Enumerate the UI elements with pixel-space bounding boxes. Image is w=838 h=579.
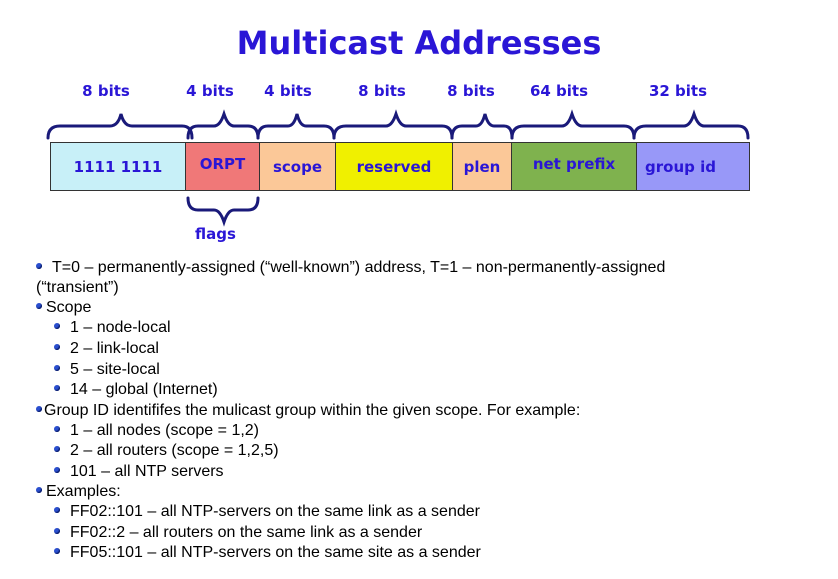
field-group-id: group id bbox=[636, 142, 750, 191]
sub-bullet-scope-4: 14 – global (Internet) bbox=[54, 380, 218, 400]
bullet-text: Examples: bbox=[46, 483, 121, 500]
field-orpt-label: ORPT bbox=[199, 155, 246, 173]
flags-label: flags bbox=[195, 225, 236, 243]
field-reserved: reserved bbox=[335, 142, 453, 191]
bullet-text: Group ID identififes the mulicast group … bbox=[44, 402, 581, 419]
sub-bullet-scope-2: 2 – link-local bbox=[54, 339, 159, 359]
bullet-dot-icon bbox=[36, 405, 42, 412]
brace-reserved bbox=[332, 109, 454, 140]
bullet-text: 5 – site-local bbox=[70, 361, 160, 378]
sub-bullet-example-2: FF02::2 – all routers on the same link a… bbox=[54, 523, 422, 543]
brace-prefix bbox=[46, 113, 194, 140]
bullet-examples: Examples: bbox=[36, 482, 121, 502]
bullet-t-flag-cont: (“transient”) bbox=[36, 278, 119, 298]
brace-net-prefix bbox=[510, 109, 636, 140]
bullet-text: 2 – link-local bbox=[70, 340, 159, 357]
sub-bullet-group-2: 2 – all routers (scope = 1,2,5) bbox=[54, 441, 279, 461]
bullet-text: 14 – global (Internet) bbox=[70, 381, 218, 398]
sub-bullet-group-3: 101 – all NTP servers bbox=[54, 462, 224, 482]
bullet-text: Scope bbox=[46, 299, 92, 316]
bullet-dot-icon bbox=[54, 322, 60, 329]
bullet-dot-icon bbox=[54, 466, 60, 473]
brace-layer bbox=[46, 109, 750, 227]
bullet-group-id: Group ID identififes the mulicast group … bbox=[36, 401, 580, 421]
bullet-text: FF02::2 – all routers on the same link a… bbox=[70, 524, 423, 541]
bullet-dot-icon bbox=[36, 302, 42, 309]
brace-flags bbox=[186, 196, 260, 227]
field-scope: scope bbox=[259, 142, 336, 191]
brace-group-id bbox=[632, 109, 750, 140]
sub-bullet-scope-3: 5 – site-local bbox=[54, 360, 160, 380]
bullet-dot-icon bbox=[54, 364, 60, 371]
bullet-dot-icon bbox=[36, 262, 42, 269]
bits-label-plen: 8 bits bbox=[447, 82, 495, 100]
bullet-text: 1 – all nodes (scope = 1,2) bbox=[70, 422, 260, 439]
bullet-dot-icon bbox=[54, 425, 60, 432]
bullet-dot-icon bbox=[36, 486, 42, 493]
bullet-t-flag: T=0 – permanently-assigned (“well-known”… bbox=[36, 258, 665, 278]
brace-plen bbox=[450, 113, 514, 140]
bullet-text: 101 – all NTP servers bbox=[70, 463, 224, 480]
bits-label-orpt: 4 bits bbox=[186, 82, 234, 100]
field-reserved-label: reserved bbox=[356, 157, 432, 176]
bullet-text: T=0 – permanently-assigned (“well-known”… bbox=[52, 259, 666, 276]
bullet-text: (“transient”) bbox=[36, 279, 119, 296]
field-net-prefix-label: net prefix bbox=[532, 155, 616, 173]
bullet-text: FF02::101 – all NTP-servers on the same … bbox=[70, 503, 480, 520]
bullet-dot-icon bbox=[54, 547, 60, 554]
bits-label-group-id: 32 bits bbox=[648, 82, 708, 100]
field-net-prefix: net prefix bbox=[511, 142, 637, 191]
bullet-text: 1 – node-local bbox=[70, 319, 171, 336]
field-prefix: 1111 1111 bbox=[50, 142, 186, 191]
field-group-id-label: group id bbox=[645, 157, 716, 176]
bullet-dot-icon bbox=[54, 343, 60, 350]
bullet-text: 2 – all routers (scope = 1,2,5) bbox=[70, 442, 279, 459]
bullet-scope: Scope bbox=[36, 298, 91, 318]
bullet-dot-icon bbox=[54, 445, 60, 452]
bits-label-reserved: 8 bits bbox=[358, 82, 406, 100]
field-scope-label: scope bbox=[272, 157, 323, 176]
field-prefix-label: 1111 1111 bbox=[73, 157, 163, 176]
bits-label-scope: 4 bits bbox=[264, 82, 312, 100]
sub-bullet-example-1: FF02::101 – all NTP-servers on the same … bbox=[54, 502, 480, 522]
field-plen-label: plen bbox=[463, 157, 501, 176]
brace-orpt bbox=[186, 109, 260, 140]
bullet-dot-icon bbox=[54, 384, 60, 391]
sub-bullet-example-3: FF05::101 – all NTP-servers on the same … bbox=[54, 543, 481, 563]
bullet-text: FF05::101 – all NTP-servers on the same … bbox=[70, 544, 481, 561]
bullet-dot-icon bbox=[54, 506, 60, 513]
bits-label-net-prefix: 64 bits bbox=[529, 82, 589, 100]
sub-bullet-group-1: 1 – all nodes (scope = 1,2) bbox=[54, 421, 259, 441]
field-orpt: ORPT bbox=[185, 142, 260, 191]
sub-bullet-scope-1: 1 – node-local bbox=[54, 318, 171, 338]
field-plen: plen bbox=[452, 142, 512, 191]
brace-scope bbox=[256, 113, 336, 140]
bullet-dot-icon bbox=[54, 527, 60, 534]
page-title: Multicast Addresses bbox=[236, 24, 602, 62]
bits-label-prefix: 8 bits bbox=[82, 82, 130, 100]
